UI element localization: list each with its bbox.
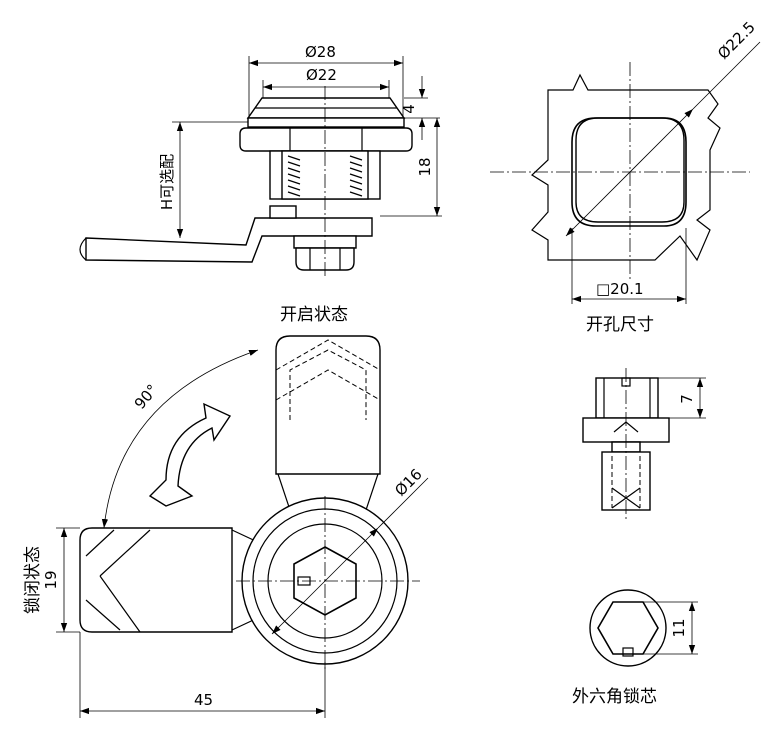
cutout-view: Ø22.5 □20.1 开孔尺寸: [490, 18, 761, 335]
core-side-view: 7: [582, 368, 706, 520]
thread-lines: [287, 155, 363, 197]
dim-dia-28: Ø28: [305, 43, 336, 61]
dim-thk-4: 4: [400, 104, 418, 114]
dim-len-45: 45: [194, 691, 213, 709]
rotation-arrow-icon: [148, 402, 232, 507]
dim-hex-11: 11: [670, 618, 688, 637]
label-cutout: 开孔尺寸: [586, 315, 654, 335]
dim-dia-16: Ø16: [391, 465, 426, 500]
label-open-state: 开启状态: [280, 305, 348, 325]
dim-core-7: 7: [678, 394, 696, 404]
label-closed-state: 锁闭状态: [23, 546, 43, 614]
dim-sq-20-1: □20.1: [596, 280, 644, 298]
label-hex-core: 外六角锁芯: [572, 687, 657, 707]
front-view: Ø16 90° 19 锁闭状态 45: [23, 335, 429, 718]
hex-core-view: 11 外六角锁芯: [572, 589, 698, 707]
dim-dia-22: Ø22: [306, 66, 337, 84]
side-view: Ø28 Ø22 4 18 H可选配: [79, 43, 442, 278]
dim-angle-90: 90°: [131, 381, 162, 413]
dim-dia-22-5: Ø22.5: [714, 18, 759, 63]
dim-len-18: 18: [416, 157, 434, 176]
dim-width-19: 19: [42, 570, 60, 589]
dim-h-optional: H可选配: [158, 154, 176, 210]
